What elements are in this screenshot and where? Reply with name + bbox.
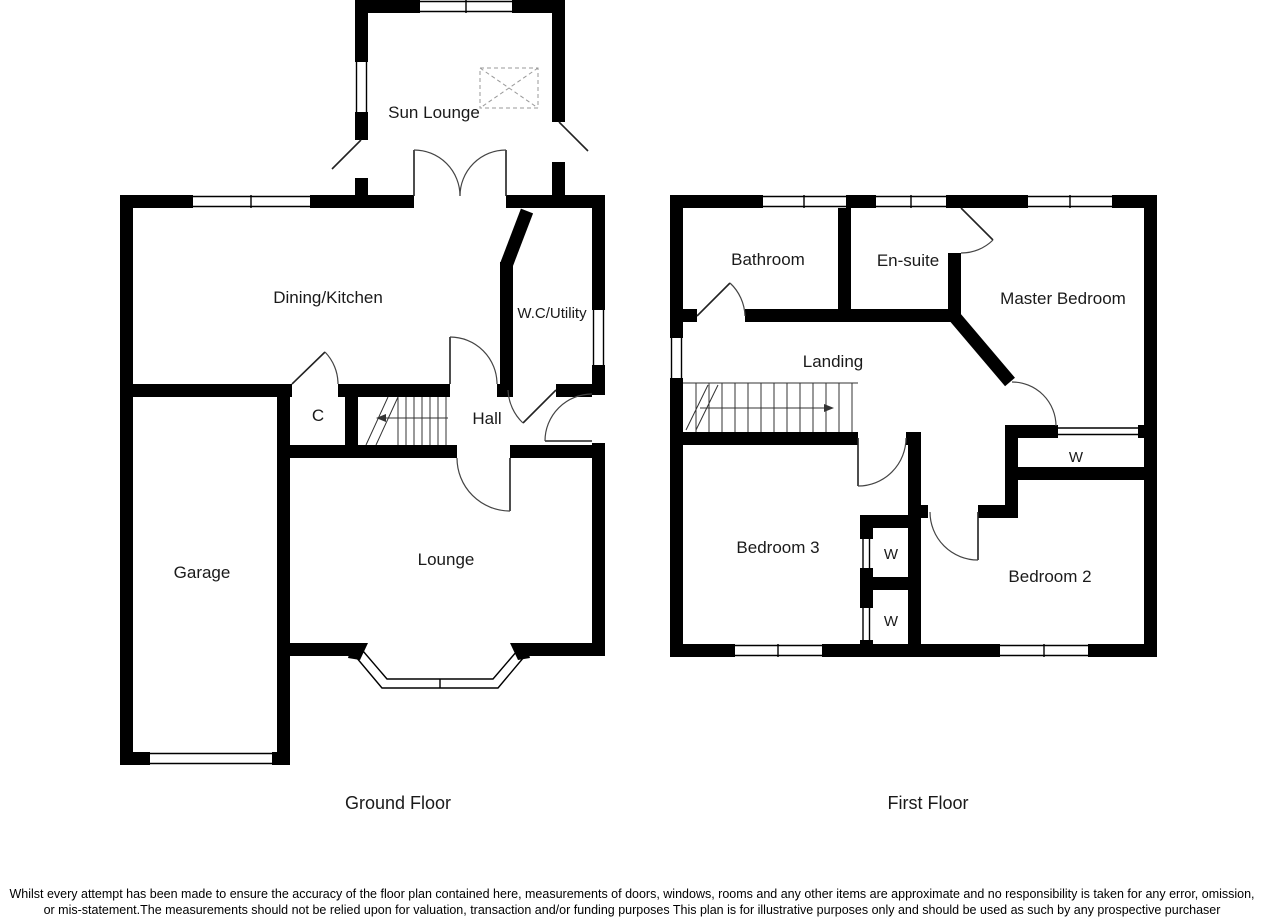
room-label-master-bedroom: Master Bedroom <box>1000 289 1126 308</box>
first-floor-walls <box>670 195 1157 657</box>
ground-floor-title: Ground Floor <box>345 793 451 813</box>
first-floor-title: First Floor <box>888 793 969 813</box>
room-label-wardrobe-top: W <box>884 546 899 563</box>
ground-floor-plan: Sun Lounge Dining/Kitchen W.C/Utility C … <box>120 0 605 813</box>
first-floor-stairs <box>683 382 858 432</box>
room-label-bathroom: Bathroom <box>731 250 805 269</box>
room-label-wc-utility: W.C/Utility <box>517 305 587 322</box>
room-label-bedroom-3: Bedroom 3 <box>736 538 819 557</box>
room-label-dining-kitchen: Dining/Kitchen <box>273 288 383 307</box>
room-label-wardrobe-master: W <box>1069 449 1084 466</box>
ground-floor-doors <box>291 121 593 512</box>
room-label-wardrobe-bottom: W <box>884 613 899 630</box>
disclaimer-line-1: Whilst every attempt has been made to en… <box>9 887 1255 901</box>
sun-lounge-skylight <box>479 67 539 109</box>
room-label-bedroom-2: Bedroom 2 <box>1008 567 1091 586</box>
room-label-sun-lounge: Sun Lounge <box>388 103 480 122</box>
ground-floor-walls <box>120 0 605 765</box>
ground-floor-windows <box>150 0 605 765</box>
first-floor-doors <box>696 207 1057 561</box>
first-floor-plan: Bathroom En-suite Master Bedroom Landing… <box>670 195 1157 813</box>
room-label-landing: Landing <box>803 352 864 371</box>
ground-floor-stairs <box>365 396 448 446</box>
room-label-hall: Hall <box>472 409 501 428</box>
room-label-lounge: Lounge <box>418 550 475 569</box>
room-label-cupboard: C <box>312 406 324 425</box>
first-floor-windows <box>670 195 1138 657</box>
disclaimer-text: Whilst every attempt has been made to en… <box>0 886 1264 918</box>
room-label-ensuite: En-suite <box>877 251 939 270</box>
room-label-garage: Garage <box>174 563 231 582</box>
disclaimer-line-2: or mis-statement.The measurements should… <box>43 903 1221 917</box>
